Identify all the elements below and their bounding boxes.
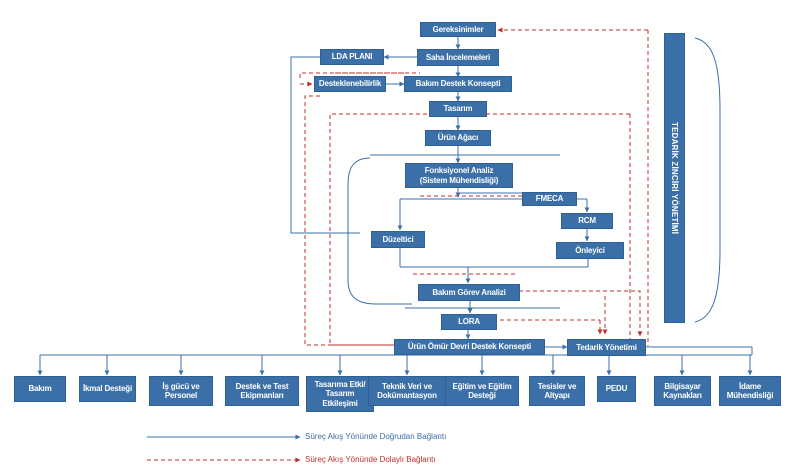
element-ikmal-destegi: İkmal Desteği bbox=[79, 376, 136, 402]
element-is-gucu-personel: İş gücü ve Personel bbox=[149, 376, 213, 406]
element-idame-muhendisligi: İdame Mühendisliği bbox=[719, 376, 781, 406]
node-urun-omur-devri: Ürün Ömür Devri Destek Konsepti bbox=[394, 339, 545, 355]
node-fmeca: FMECA bbox=[522, 192, 577, 206]
element-pedu: PEDU bbox=[597, 376, 636, 402]
element-bilgisayar-kaynaklari: Bilgisayar Kaynakları bbox=[654, 376, 711, 406]
element-tesisler-altyapi: Tesisler ve Altyapı bbox=[529, 376, 585, 406]
node-tedarik-zinciri-yonetimi: TEDARİK ZİNCİRİ YÖNETİMİ bbox=[664, 33, 685, 323]
node-fonksiyonel-analiz: Fonksiyonel Analiz (Sistem Mühendisliği) bbox=[405, 163, 513, 188]
node-saha-incelemeleri: Saha İncelemeleri bbox=[417, 49, 499, 66]
element-bakim: Bakım bbox=[14, 376, 66, 402]
node-tedarik-yonetimi: Tedarik Yönetimi bbox=[567, 339, 646, 356]
node-lora: LORA bbox=[441, 314, 497, 330]
element-destek-test-ekipmanlari: Destek ve Test Ekipmanları bbox=[225, 376, 299, 406]
tedarik-zinciri-label: TEDARİK ZİNCİRİ YÖNETİMİ bbox=[670, 121, 679, 235]
node-onleyici: Önleyici bbox=[556, 242, 624, 259]
node-bakim-gorev-analizi: Bakım Görev Analizi bbox=[418, 284, 520, 301]
element-tasarima-etki: Tasarıma Etki/ Tasarım Etkileşimi bbox=[306, 376, 374, 412]
node-urun-agaci: Ürün Ağacı bbox=[425, 130, 491, 146]
legend-direct-label: Süreç Akış Yönünde Doğrudan Bağlantı bbox=[305, 432, 447, 441]
node-duzeltici: Düzeltici bbox=[371, 231, 425, 248]
node-tasarim: Tasarım bbox=[429, 101, 487, 117]
node-bakim-destek-konsepti: Bakım Destek Konsepti bbox=[404, 76, 512, 92]
element-egitim-destegi: Eğitim ve Eğitim Desteği bbox=[445, 376, 519, 406]
node-desteklenebilirlik: Desteklenebilirlik bbox=[314, 76, 386, 92]
legend-indirect-label: Süreç Akış Yönünde Dolaylı Bağlantı bbox=[305, 455, 436, 464]
node-gereksinimler: Gereksinimler bbox=[420, 22, 496, 37]
node-rcm: RCM bbox=[561, 213, 613, 229]
element-teknik-veri: Teknik Veri ve Dokümantasyon bbox=[368, 376, 446, 406]
node-lda-plani: LDA PLANI bbox=[320, 49, 384, 65]
